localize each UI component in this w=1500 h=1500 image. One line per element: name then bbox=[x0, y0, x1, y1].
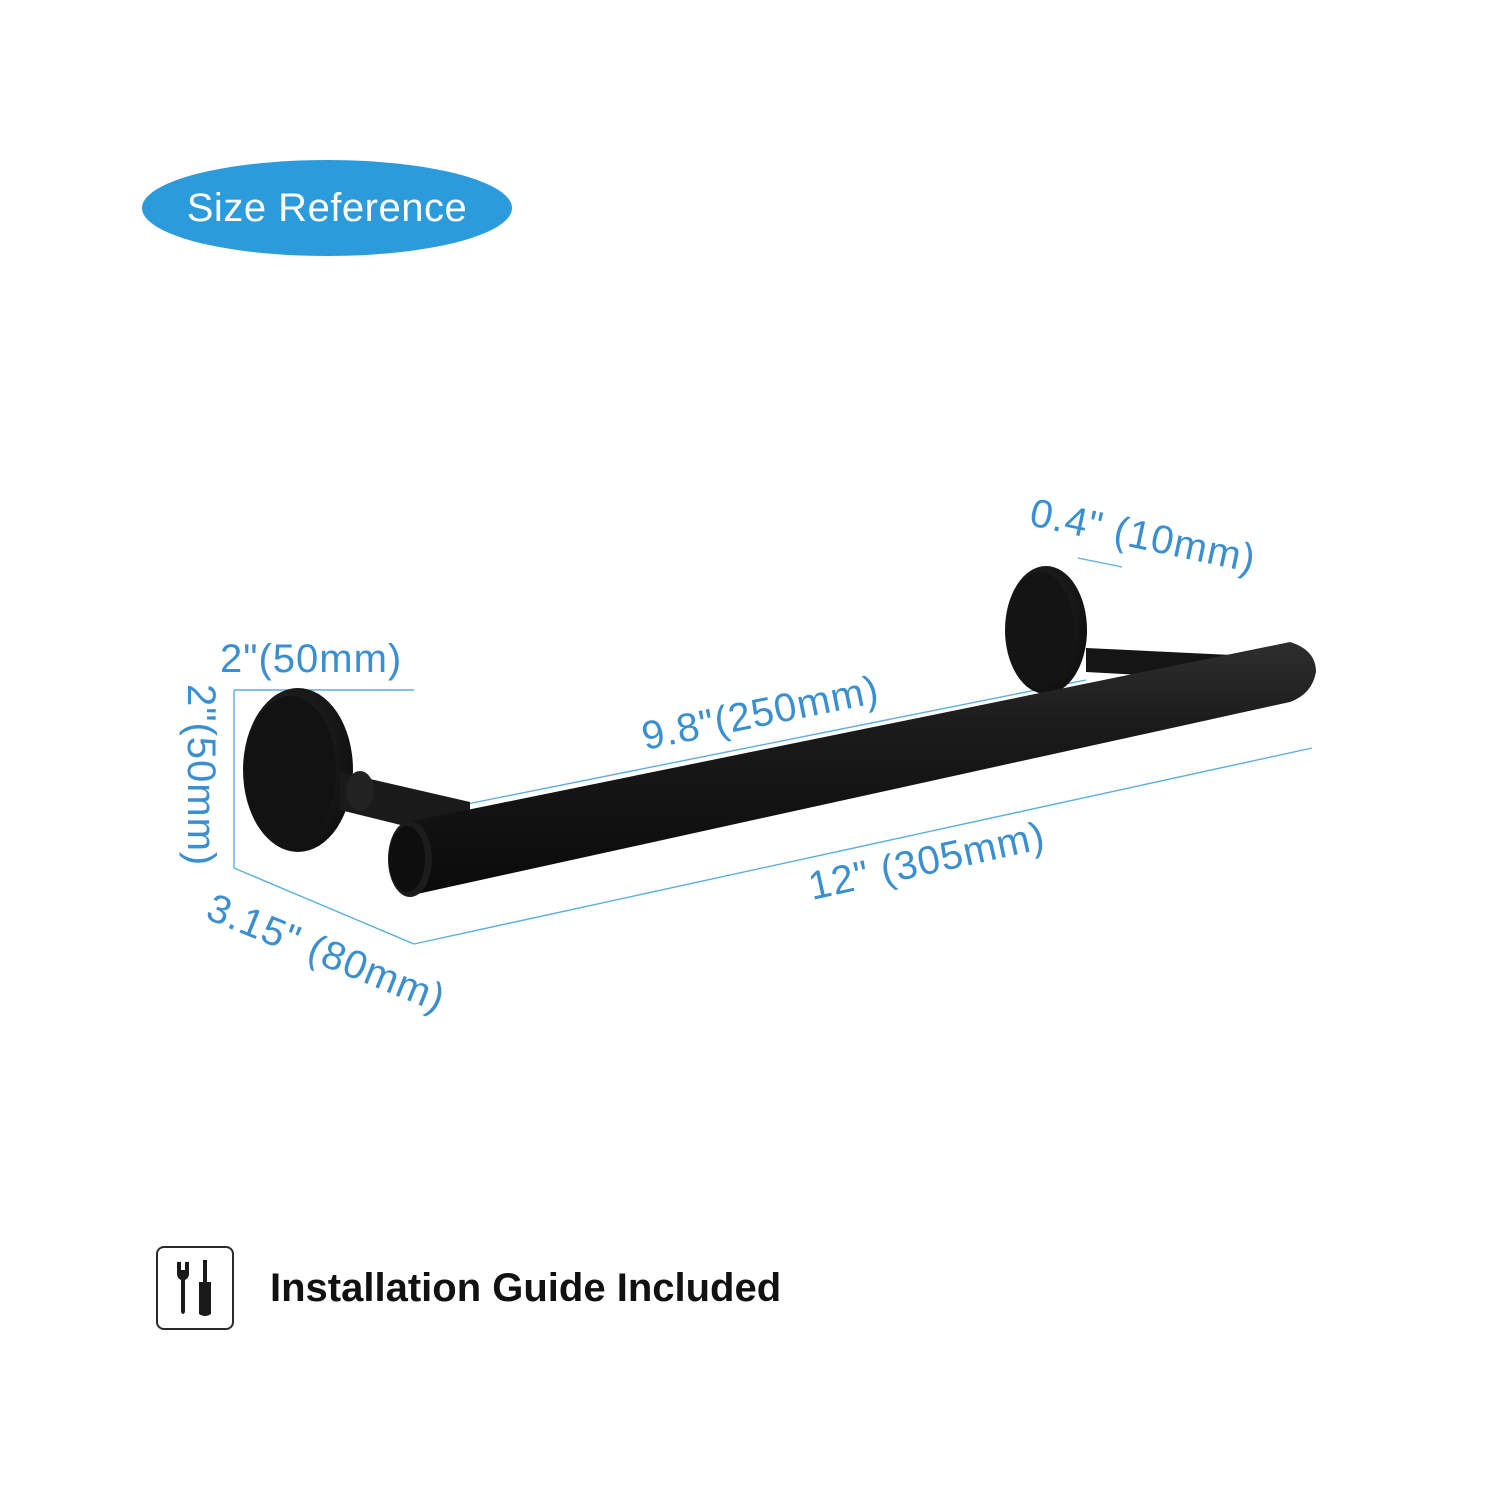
installation-guide-row: Installation Guide Included bbox=[156, 1245, 781, 1331]
towel-bar-rod bbox=[388, 642, 1316, 897]
back-mount bbox=[1005, 566, 1232, 694]
mount-height-label: 2"(50mm) bbox=[179, 684, 223, 866]
size-reference-badge: Size Reference bbox=[142, 160, 512, 256]
diameter-label: 0.4" (10mm) bbox=[1026, 491, 1260, 582]
overall-length-label: 12" (305mm) bbox=[804, 814, 1049, 909]
tools-icon bbox=[156, 1246, 234, 1330]
badge-label: Size Reference bbox=[186, 185, 468, 230]
mount-width-label: 2"(50mm) bbox=[220, 637, 402, 681]
dimension-lines bbox=[233, 557, 1313, 945]
installation-guide-label: Installation Guide Included bbox=[270, 1265, 782, 1310]
projection-label: 3.15" (80mm) bbox=[201, 886, 452, 1022]
